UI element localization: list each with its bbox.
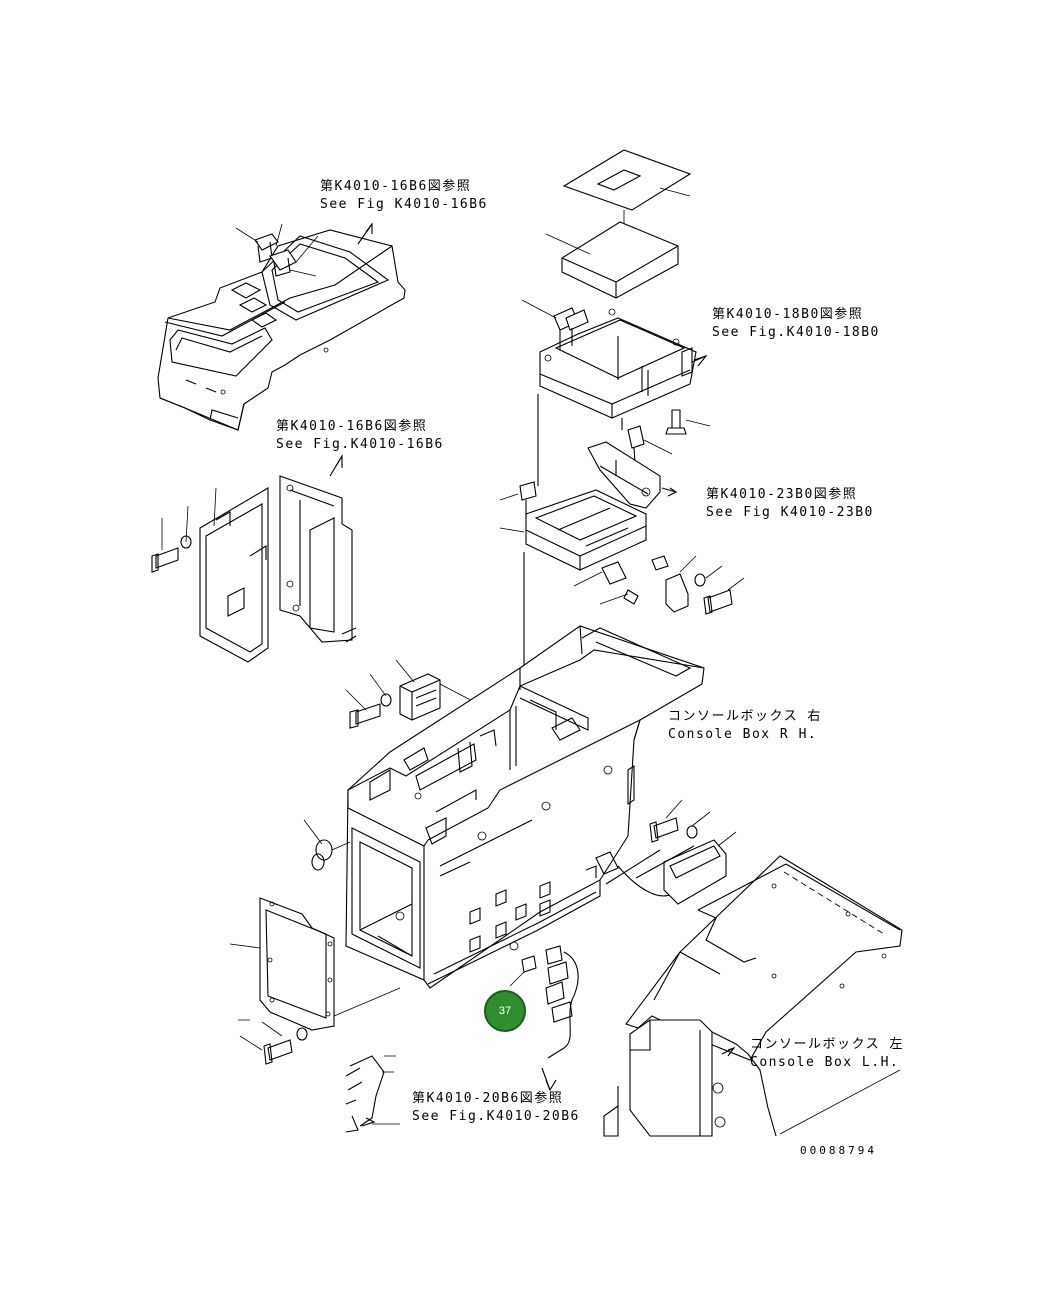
console-box-rh-label: コンソールボックス 右 Console Box R H. <box>668 708 822 744</box>
ref-label-en: See Fig.K4010-16B6 <box>276 437 444 452</box>
ref-label-en: See Fig.K4010-18B0 <box>712 325 880 340</box>
upper-cover-assembly <box>521 149 711 486</box>
ref-label-jp: 第K4010-23B0図参照 <box>706 487 858 502</box>
right-small-cover <box>649 799 737 905</box>
console-lh-en: Console Box L.H. <box>750 1055 900 1070</box>
left-side-panel-assembly <box>151 454 357 663</box>
console-rh-jp: コンソールボックス 右 <box>668 709 822 724</box>
part-callout-number: 37 <box>498 1005 512 1017</box>
lower-access-plate <box>229 819 401 1065</box>
ref-label-jp: 第K4010-20B6図参照 <box>412 1091 564 1106</box>
ref-label-jp: 第K4010-16B6図参照 <box>276 419 428 434</box>
ref-label-mid-bracket: 第K4010-23B0図参照 See Fig K4010-23B0 <box>706 486 874 522</box>
ref-label-side-panel: 第K4010-16B6図参照 See Fig.K4010-16B6 <box>276 418 444 454</box>
console-lh-jp: コンソールボックス 左 <box>750 1037 904 1052</box>
monitor-panel-assembly <box>157 222 406 431</box>
ref-label-harness: 第K4010-20B6図参照 See Fig.K4010-20B6 <box>412 1090 580 1126</box>
console-rh-en: Console Box R H. <box>668 727 818 742</box>
ref-label-upper-bracket: 第K4010-18B0図参照 See Fig.K4010-18B0 <box>712 306 880 342</box>
ref-label-en: See Fig.K4010-20B6 <box>412 1109 580 1124</box>
document-number: 00088794 <box>800 1144 877 1157</box>
ref-label-jp: 第K4010-16B6図参照 <box>320 179 472 194</box>
middle-tray-assembly <box>499 441 745 668</box>
console-box-body <box>345 625 705 989</box>
console-box-lh-label: コンソールボックス 左 Console Box L.H. <box>750 1036 904 1072</box>
console-box-lh <box>603 845 903 1137</box>
ref-label-en: See Fig K4010-16B6 <box>320 197 488 212</box>
wiring-harness <box>345 945 579 1133</box>
ref-label-monitor: 第K4010-16B6図参照 See Fig K4010-16B6 <box>320 178 488 214</box>
ref-label-en: See Fig K4010-23B0 <box>706 505 874 520</box>
part-callout-37[interactable]: 37 <box>484 990 526 1032</box>
ref-label-jp: 第K4010-18B0図参照 <box>712 307 864 322</box>
